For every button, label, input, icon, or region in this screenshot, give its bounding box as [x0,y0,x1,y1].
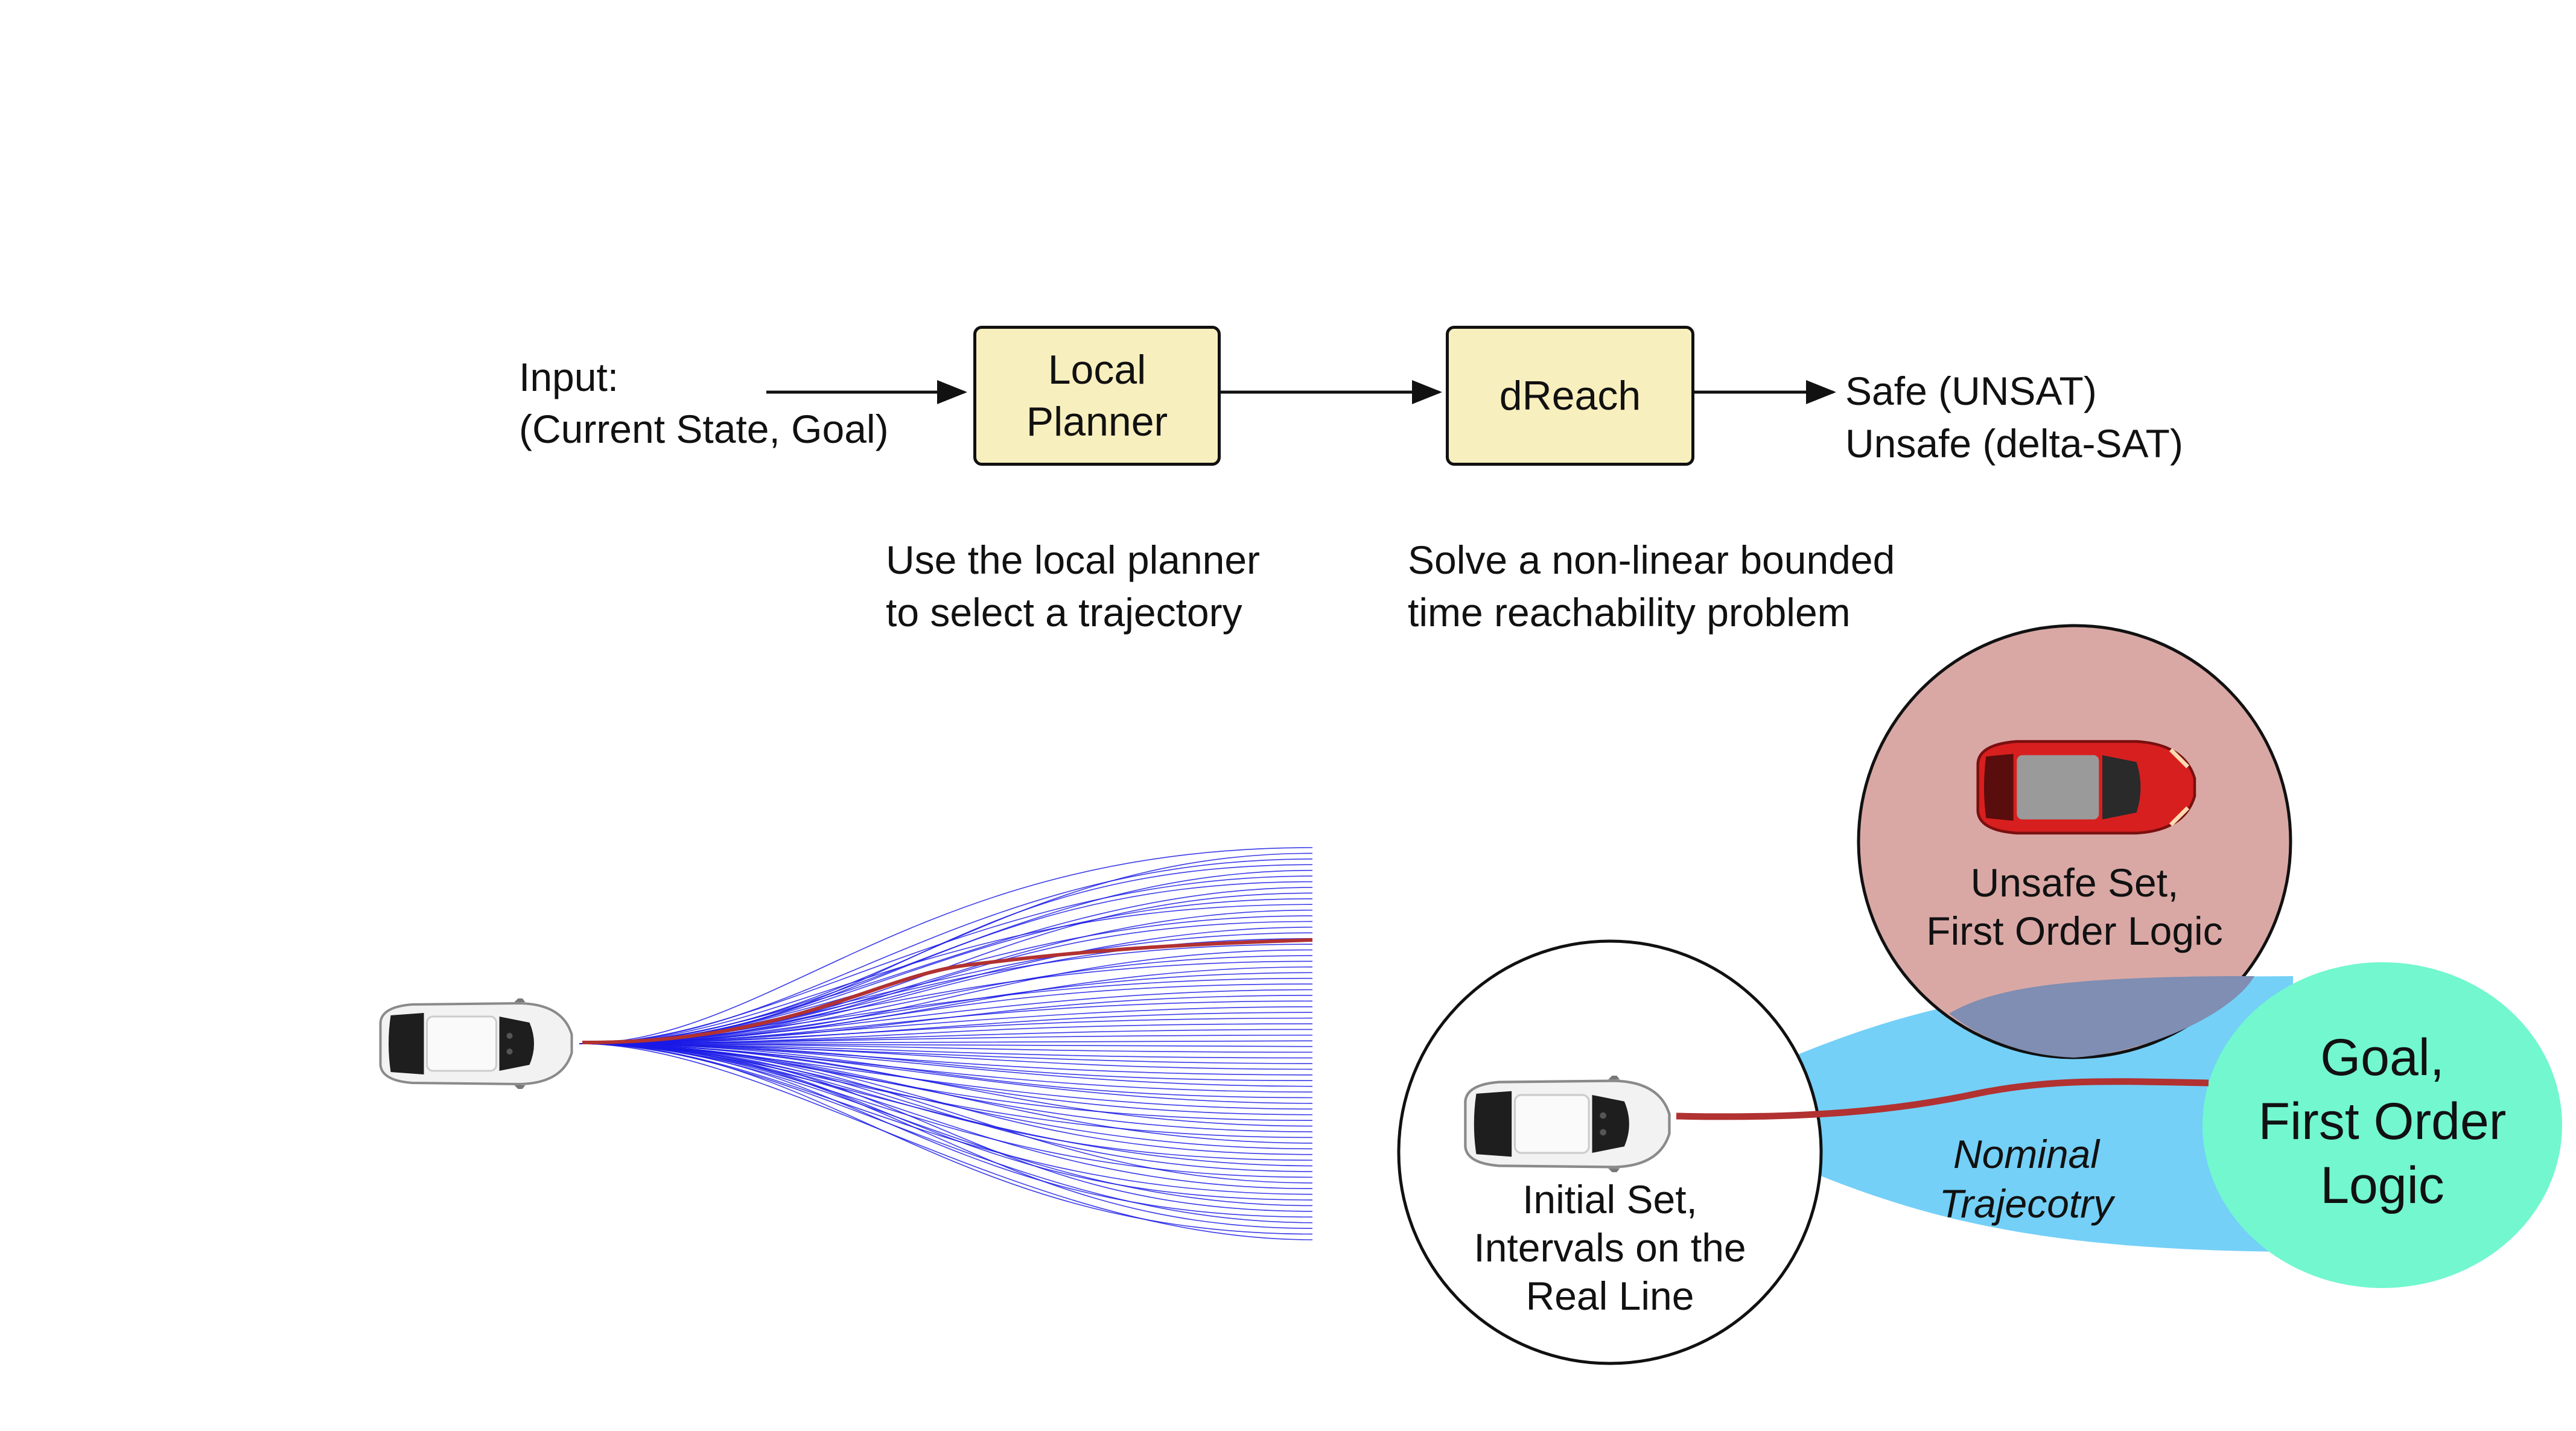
initial-set-label-line2: Intervals on the [1474,1225,1746,1270]
goal-set [2202,962,2562,1288]
candidate-trajectory [579,1043,1313,1127]
ego-car-icon [381,996,572,1091]
initial-car-icon [1465,1073,1669,1175]
candidate-trajectory [579,1043,1313,1218]
candidate-trajectory [579,1043,1313,1155]
candidate-trajectory [579,1017,1313,1044]
nominal-trajectory-label-line1: Nominal [1953,1132,2100,1176]
candidate-trajectory [579,977,1313,1044]
unsafe-set-label-line1: Unsafe Set, [1970,860,2179,905]
dreach-box: dReach [1446,326,1694,466]
input-value: (Current State, Goal) [519,407,889,451]
planner-caption-line1: Use the local planner [886,538,1261,582]
local-planner-line1: Local [1048,347,1146,393]
planner-caption-line2: to select a trajectory [886,590,1242,635]
candidate-trajectory [579,1043,1313,1099]
candidate-trajectory [579,1043,1313,1172]
selected-trajectory [582,938,1313,1045]
candidate-trajectory [579,1043,1313,1212]
candidate-trajectory [579,1043,1313,1223]
candidate-trajectory [579,1043,1313,1082]
obstacle-car-icon [1978,741,2195,833]
candidate-trajectory [579,1006,1313,1044]
goal-label-line3: Logic [2320,1157,2444,1214]
candidate-trajectory [579,1043,1313,1184]
candidate-trajectory [579,972,1313,1044]
output-safe: Safe (UNSAT) [1845,369,2097,413]
candidate-trajectory [579,904,1313,1044]
dreach-caption-line1: Solve a non-linear bounded [1408,538,1895,582]
initial-set-label-line3: Real Line [1525,1274,1694,1318]
candidate-trajectory [579,1043,1313,1161]
candidate-trajectory [579,1043,1313,1229]
output-unsafe: Unsafe (delta-SAT) [1845,421,2183,466]
nominal-trajectory-label-line2: Trajecotry [1939,1181,2114,1226]
initial-set-label-line1: Initial Set, [1522,1177,1697,1222]
candidate-trajectory [579,875,1313,1044]
dreach-caption-line2: time reachability problem [1408,590,1851,635]
unsafe-set-label-line2: First Order Logic [1926,909,2223,953]
dreach-label: dReach [1499,373,1641,419]
goal-label-line2: First Order [2258,1093,2507,1150]
candidate-trajectory [579,989,1313,1044]
goal-label-line1: Goal, [2320,1029,2444,1087]
nominal-trajectory [1676,1078,2209,1120]
candidate-trajectory [579,887,1313,1044]
candidate-trajectory [579,1043,1313,1235]
candidate-trajectory [579,1043,1313,1240]
local-planner-box: Local Planner [973,326,1221,466]
candidate-trajectory [579,1043,1313,1201]
tube-over-unsafe-overlap [1949,976,2254,1058]
candidate-trajectory [579,1040,1313,1044]
input-label: Input: [519,355,619,399]
sampled-trajectories-fan [579,847,1313,1240]
candidate-trajectory [579,1043,1313,1053]
candidate-trajectory [579,847,1313,1044]
local-planner-line2: Planner [1026,399,1168,445]
